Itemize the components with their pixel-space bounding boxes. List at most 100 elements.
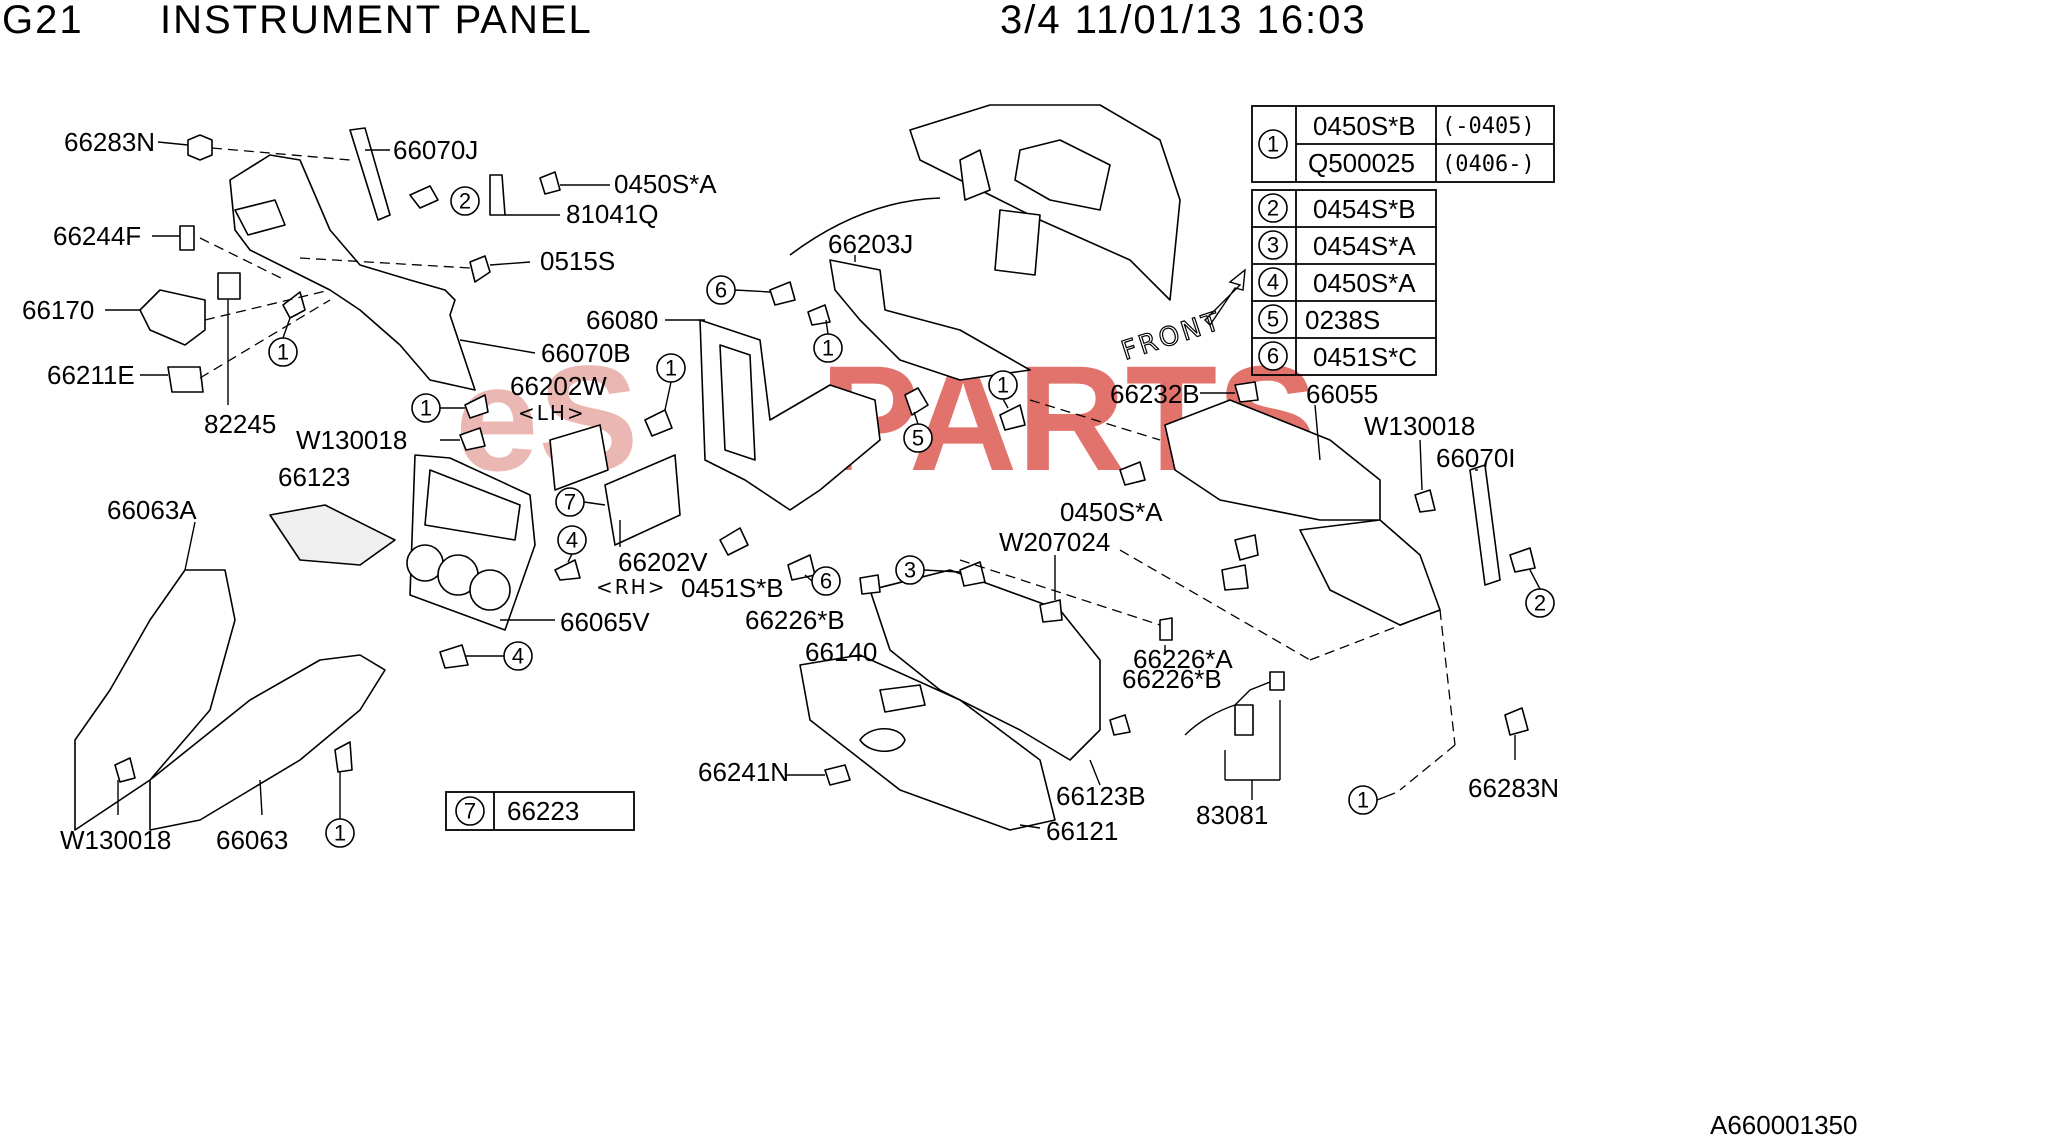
callout: 1 <box>411 393 441 423</box>
leader <box>804 574 813 582</box>
svg-text:5: 5 <box>912 426 924 451</box>
table-num-5: 5 <box>1267 307 1279 332</box>
harness-switch <box>1234 704 1254 736</box>
dashboard-shell <box>909 104 1181 301</box>
callouts: 2 1 1 1 6 1 5 1 7 4 6 4 3 2 1 1 <box>268 186 1555 848</box>
table-part-1b: Q500025 <box>1308 148 1415 178</box>
label-66065v: 66065V <box>560 607 650 637</box>
center-bezel-assembly <box>269 454 536 669</box>
svg-text:1: 1 <box>334 821 346 846</box>
dashboard-center-stack <box>994 209 1041 276</box>
bracket-66202w <box>549 424 609 491</box>
callout: 4 <box>503 641 533 671</box>
screw-4-mid <box>554 559 581 581</box>
dashboard-cluster <box>1014 139 1111 211</box>
label-66140: 66140 <box>805 637 877 667</box>
screw-0451sb <box>719 527 749 556</box>
bezel-screen-opening <box>424 469 521 541</box>
legend-box-frame <box>445 791 635 831</box>
frame-66080 <box>699 281 929 581</box>
table-callout-6 <box>1258 341 1288 371</box>
handle-recess <box>859 727 906 753</box>
leader <box>825 319 829 335</box>
legend-num: 7 <box>464 799 476 824</box>
leader <box>567 553 573 563</box>
leader <box>1529 569 1541 590</box>
guide-line <box>1029 399 1161 441</box>
screw-1-mid <box>464 394 489 419</box>
screw-0450sa-top <box>539 171 561 195</box>
tray-66170 <box>139 289 206 346</box>
table-callout-3 <box>1258 230 1288 260</box>
leader <box>157 141 189 146</box>
screw-right-mid <box>1234 534 1259 561</box>
leader-lines <box>105 141 1516 829</box>
screw-1-right <box>999 404 1026 431</box>
label-0515s: 0515S <box>540 246 615 276</box>
table-num-3: 3 <box>1267 233 1279 258</box>
svg-text:1: 1 <box>420 396 432 421</box>
fastener-table: 1 0450S*B (-0405) Q500025 (0406-) 2 0454… <box>1251 105 1555 376</box>
part-labels: 66283N 66070J 0450S*A 81041Q 66244F 0515… <box>22 127 1559 855</box>
clip-66283n-right <box>1504 707 1529 736</box>
bezel-knob-3 <box>469 569 511 611</box>
label-66070j: 66070J <box>393 135 478 165</box>
callout: 4 <box>557 525 587 555</box>
table-num-1: 1 <box>1267 132 1279 157</box>
bracket-66070i <box>1469 464 1501 586</box>
bracket-66202v <box>604 454 681 546</box>
leader <box>1419 439 1423 491</box>
frame-66080-inner <box>719 344 756 461</box>
label-66241n: 66241N <box>698 757 789 787</box>
table-callout-4 <box>1258 267 1288 297</box>
leader <box>583 501 606 506</box>
table-callout-2 <box>1258 193 1288 223</box>
screw-4-bottom <box>439 644 469 669</box>
svg-text:6: 6 <box>820 569 832 594</box>
pad-66244f <box>179 225 195 251</box>
clip-81041q <box>489 174 506 216</box>
glovebox-lid-66121 <box>799 654 1056 831</box>
leader <box>664 381 672 411</box>
diagram-title: INSTRUMENT PANEL <box>160 0 593 42</box>
front-arrow-icon <box>1204 268 1246 327</box>
guide-line <box>1439 609 1456 746</box>
svg-text:3: 3 <box>904 558 916 583</box>
table-callout-5 <box>1258 304 1288 334</box>
callout: 1 <box>656 353 686 383</box>
diagram-group-code: G21 <box>2 0 84 42</box>
label-66063a: 66063A <box>107 495 197 525</box>
clip-66232b <box>1234 381 1259 403</box>
leader <box>282 317 291 339</box>
clip-w207024 <box>1039 599 1063 623</box>
leader <box>913 411 919 425</box>
guide-line <box>1399 744 1456 791</box>
svg-text:4: 4 <box>512 644 524 669</box>
glovebox-66055 <box>1164 399 1381 521</box>
trim-66070-lower-right <box>1299 519 1441 626</box>
console-side-panels <box>74 569 386 831</box>
leader <box>459 339 536 354</box>
screw-6-top <box>769 281 796 306</box>
label-w207024: W207024 <box>999 527 1110 557</box>
fastener-table-2-frame <box>1251 189 1437 376</box>
callout: 2 <box>1525 588 1555 618</box>
label-66070i: 66070I <box>1436 443 1516 473</box>
screw-3 <box>959 561 986 587</box>
label-66226b-right: 66226*B <box>1122 664 1222 694</box>
bracket-66070j <box>349 127 391 221</box>
callout: 1 <box>988 370 1018 400</box>
table-part-5: 0238S <box>1305 305 1380 335</box>
svg-text:4: 4 <box>566 528 578 553</box>
upper-left-trim-assembly <box>139 127 561 451</box>
stopper-66226b <box>859 574 881 595</box>
guide-line <box>1119 549 1311 661</box>
clip-5 <box>904 387 929 416</box>
label-66226b: 66226*B <box>745 605 845 635</box>
screw-2-right <box>1509 547 1536 573</box>
guide-line <box>299 257 471 269</box>
leader <box>1314 404 1321 461</box>
table-part-1a: 0450S*B <box>1313 111 1416 141</box>
trim-vent-opening <box>234 199 286 236</box>
clip-w130018-mid <box>459 427 486 451</box>
